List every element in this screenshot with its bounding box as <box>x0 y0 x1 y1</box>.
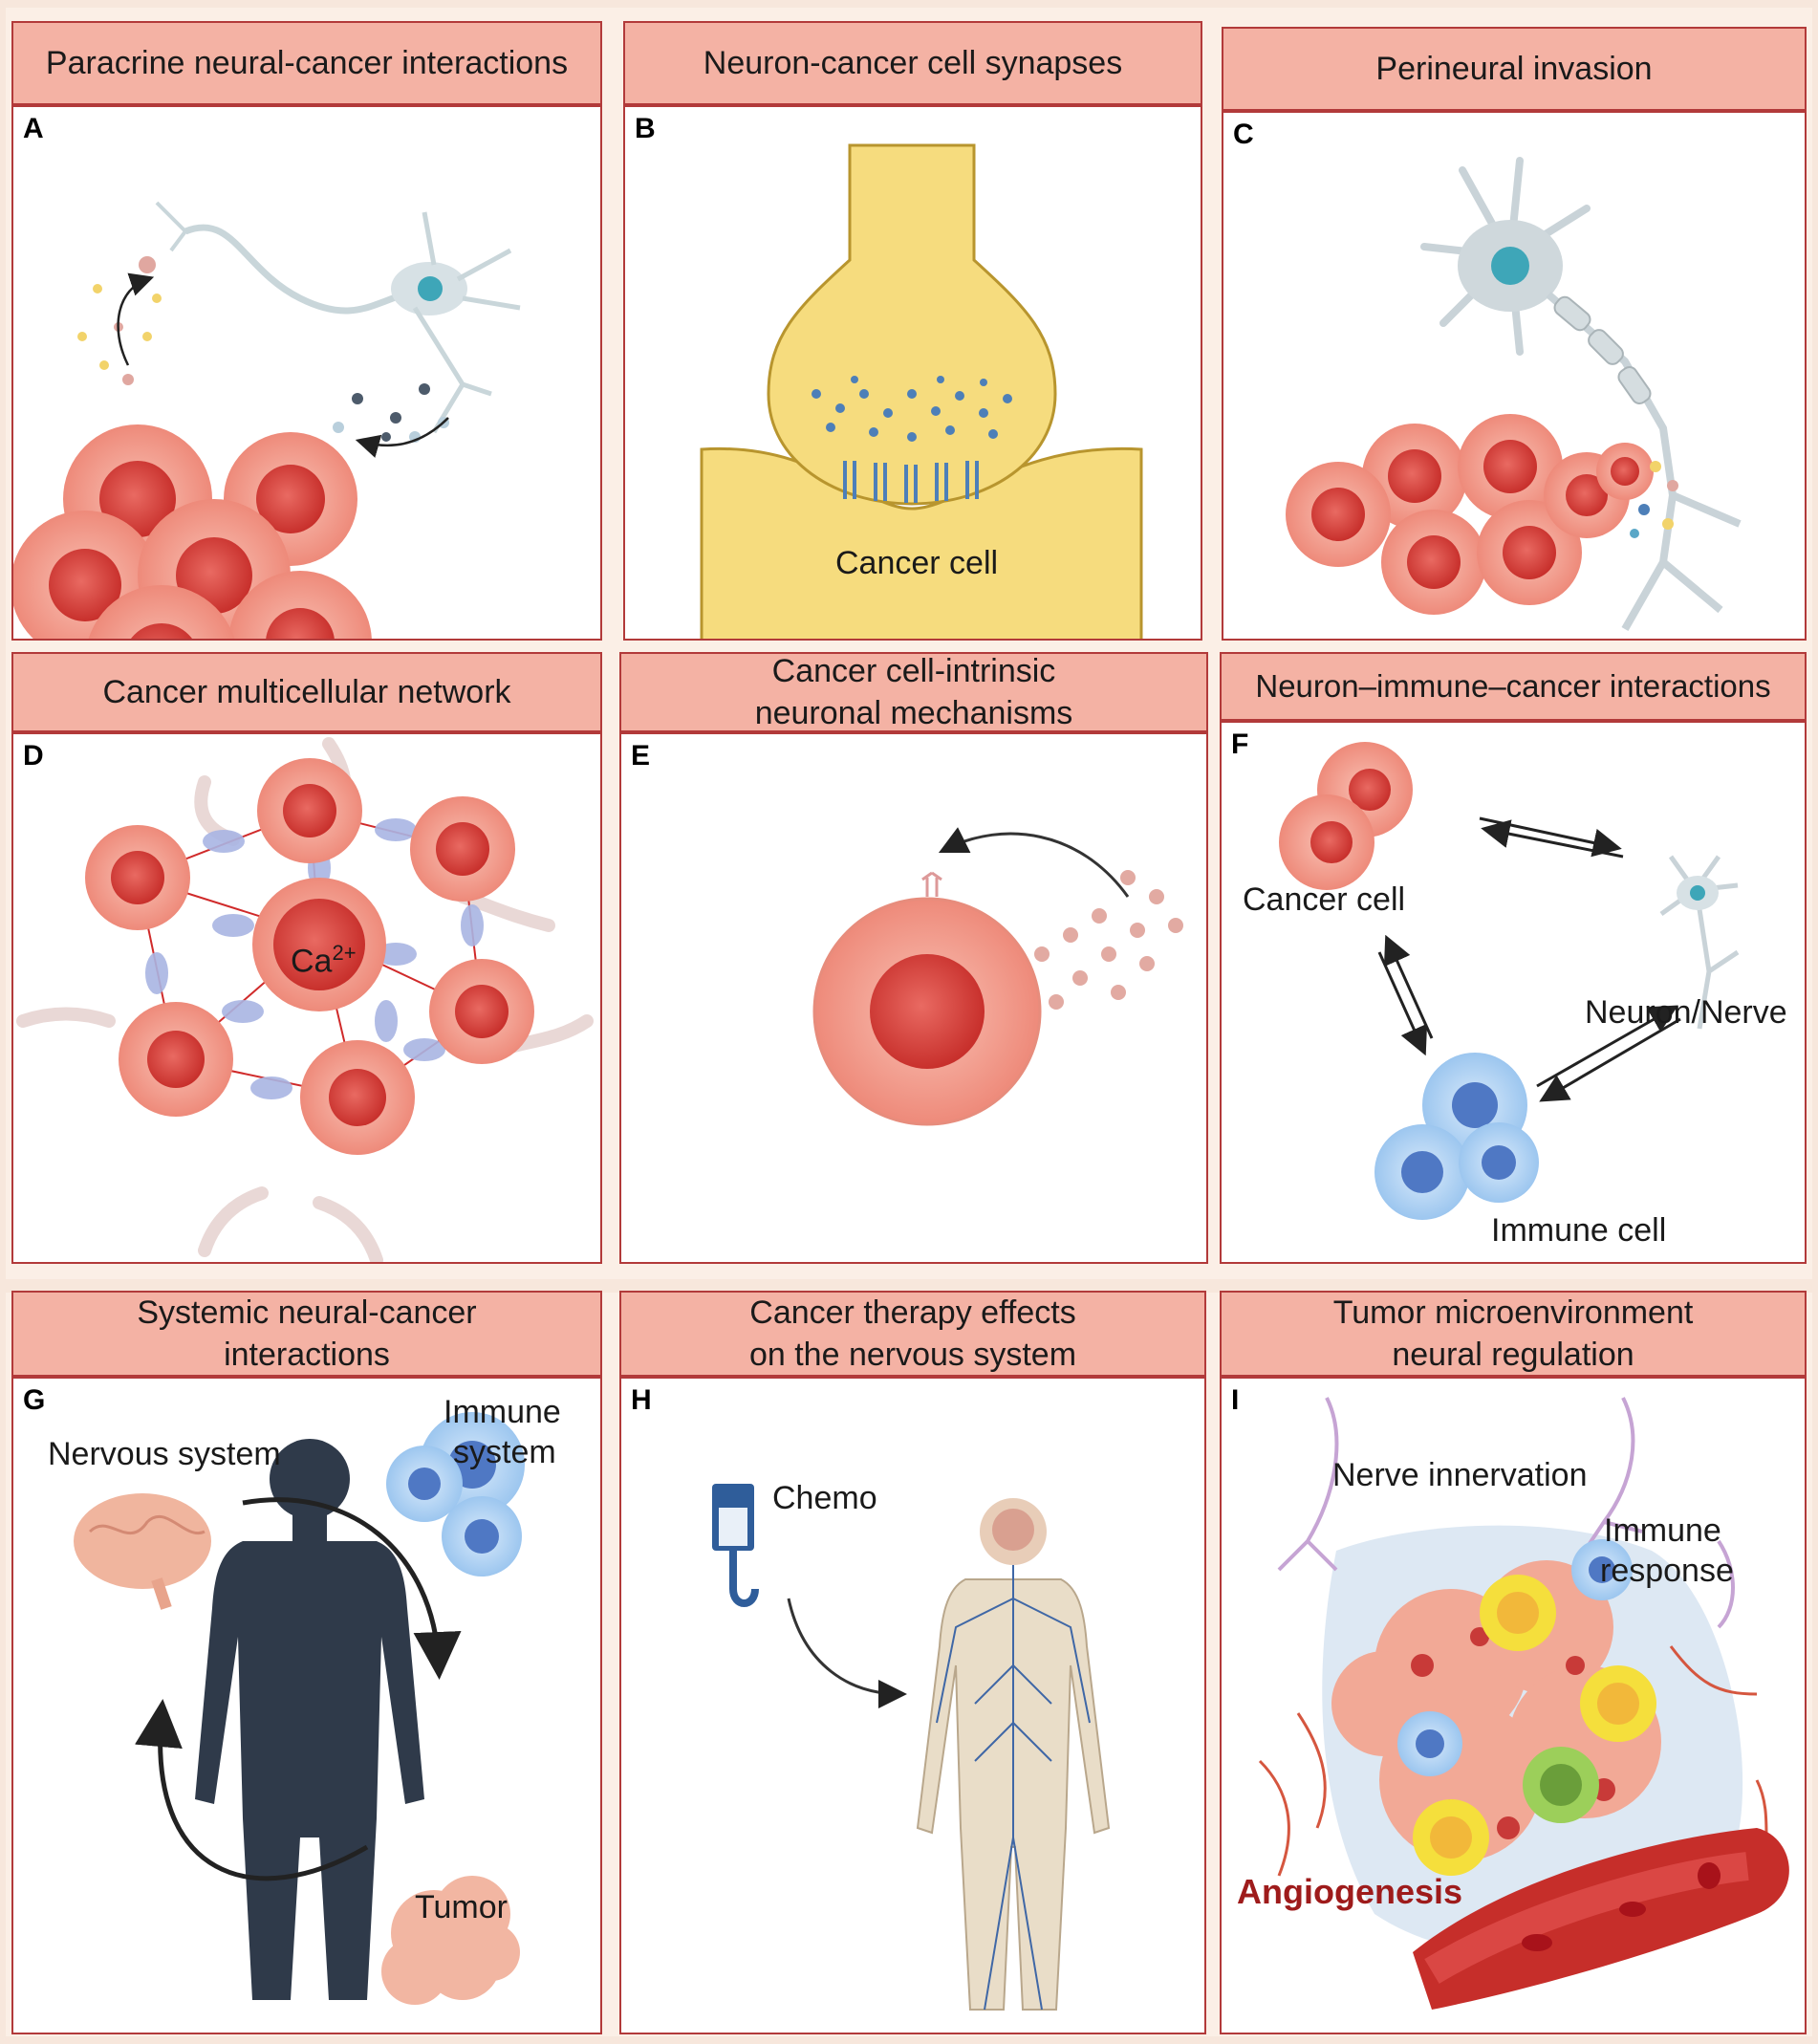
panel-f-title: Neuron–immune–cancer interactions <box>1220 652 1807 721</box>
panel-e-title: Cancer cell-intrinsic neuronal mechanism… <box>619 652 1208 732</box>
panel-h-box: H Chemo <box>619 1377 1206 2034</box>
panel-h-title: Cancer therapy effects on the nervous sy… <box>619 1291 1206 1377</box>
immune-cells <box>1374 1053 1539 1220</box>
panel-i-letter: I <box>1231 1384 1240 1416</box>
microenvironment-illustration <box>1258 1397 1789 2010</box>
panel-d-title: Cancer multicellular network <box>11 652 602 732</box>
panel-b-title: Neuron-cancer cell synapses <box>623 21 1202 105</box>
panel-e: Cancer cell-intrinsic neuronal mechanism… <box>619 652 1208 1264</box>
panel-g-title-line1: Systemic neural-cancer <box>137 1294 477 1331</box>
panel-a-title: Paracrine neural-cancer interactions <box>11 21 602 105</box>
panel-b-box: B Cancer cell <box>623 105 1202 641</box>
cancer-cell-cluster <box>13 424 372 639</box>
panel-e-title-line2: neuronal mechanisms <box>754 695 1073 731</box>
panel-c-title: Perineural invasion <box>1222 27 1807 111</box>
cancer-cells <box>1279 742 1413 890</box>
panel-d-letter: D <box>23 740 44 772</box>
panel-a: Paracrine neural-cancer interactions A <box>11 21 602 641</box>
panel-g-title: Systemic neural-cancer interactions <box>11 1291 602 1377</box>
panel-f-cancer-cell-label: Cancer cell <box>1243 881 1406 918</box>
immune-cells <box>386 1412 525 1576</box>
systemic-illustration <box>74 1412 525 2005</box>
synapse-illustration <box>700 143 1143 639</box>
panel-h-title-line1: Cancer therapy effects <box>749 1294 1076 1331</box>
panel-i-immune-label-line1: Immune <box>1604 1512 1721 1549</box>
perineural-illustration <box>1286 157 1742 631</box>
multicellular-network-illustration <box>16 737 594 1262</box>
panel-g-letter: G <box>23 1384 46 1416</box>
panel-i-title: Tumor microenvironment neural regulation <box>1220 1291 1807 1377</box>
panel-b-cancer-cell-label: Cancer cell <box>835 545 999 581</box>
panel-c: Perineural invasion C <box>1222 21 1807 641</box>
panel-i-title-line2: neural regulation <box>1392 1337 1634 1373</box>
panel-f-letter: F <box>1231 728 1249 760</box>
human-silhouette-icon <box>195 1439 424 2000</box>
panel-f-neuron-label: Neuron/Nerve <box>1585 994 1787 1031</box>
calcium-charge: 2+ <box>332 941 357 965</box>
panel-a-letter: A <box>23 113 44 144</box>
panel-f-box: F Cancer cell Neuron/Nerve Immune <box>1220 721 1807 1264</box>
panel-d-box: D Ca2+ <box>11 732 602 1264</box>
iv-bag-icon <box>712 1484 759 1607</box>
panel-i: Tumor microenvironment neural regulation… <box>1220 1291 1807 2034</box>
panel-i-angiogenesis-label: Angiogenesis <box>1237 1872 1463 1911</box>
therapy-illustration <box>712 1484 1111 2011</box>
panel-f: Neuron–immune–cancer interactions F <box>1220 652 1807 1264</box>
panel-e-letter: E <box>631 740 651 772</box>
panel-h: Cancer therapy effects on the nervous sy… <box>619 1291 1206 2034</box>
neuron-immune-cancer-illustration <box>1279 742 1740 1220</box>
paracrine-illustration <box>13 201 521 639</box>
panel-b-letter: B <box>635 113 656 144</box>
panel-g-box: G Nervous system Immun <box>11 1377 602 2034</box>
panel-g: Systemic neural-cancer interactions G <box>11 1291 602 2034</box>
panel-h-letter: H <box>631 1384 652 1416</box>
panel-e-title-line1: Cancer cell-intrinsic <box>771 653 1056 689</box>
panel-a-box: A <box>11 105 602 641</box>
panel-g-tumor-label: Tumor <box>415 1889 508 1925</box>
immune-cells <box>1397 1539 1633 1776</box>
panel-g-nervous-label: Nervous system <box>48 1436 281 1472</box>
panel-g-immune-label-line1: Immune <box>444 1394 561 1430</box>
t-cells <box>1413 1575 1656 1876</box>
tumor-icon <box>381 1876 520 2005</box>
panel-d: Cancer multicellular network D <box>11 652 602 1264</box>
panel-g-immune-label-line2: system <box>453 1434 556 1470</box>
cancer-cells <box>85 758 534 1155</box>
panel-g-title-line2: interactions <box>224 1337 390 1373</box>
panel-h-title-line2: on the nervous system <box>748 1337 1077 1373</box>
human-nervous-system-icon <box>916 1498 1111 2011</box>
panel-d-calcium-label: Ca2+ <box>291 941 357 980</box>
intrinsic-mechanism-illustration <box>812 827 1183 1126</box>
panel-i-immune-label-line2: response <box>1600 1553 1734 1589</box>
panel-b: Neuron-cancer cell synapses B Cancer cel… <box>623 21 1202 641</box>
panel-h-chemo-label: Chemo <box>772 1480 877 1516</box>
brain-icon <box>74 1493 211 1610</box>
panel-c-letter: C <box>1233 119 1254 150</box>
panel-e-box: E <box>619 732 1208 1264</box>
panel-f-immune-label: Immune cell <box>1491 1212 1667 1249</box>
panel-i-nerve-label: Nerve innervation <box>1332 1457 1588 1493</box>
panel-i-title-line1: Tumor microenvironment <box>1332 1294 1694 1331</box>
cancer-cell-cluster <box>1286 414 1654 615</box>
calcium-symbol: Ca <box>291 943 333 980</box>
panel-c-box: C <box>1222 111 1807 641</box>
panel-i-box: I <box>1220 1377 1807 2034</box>
